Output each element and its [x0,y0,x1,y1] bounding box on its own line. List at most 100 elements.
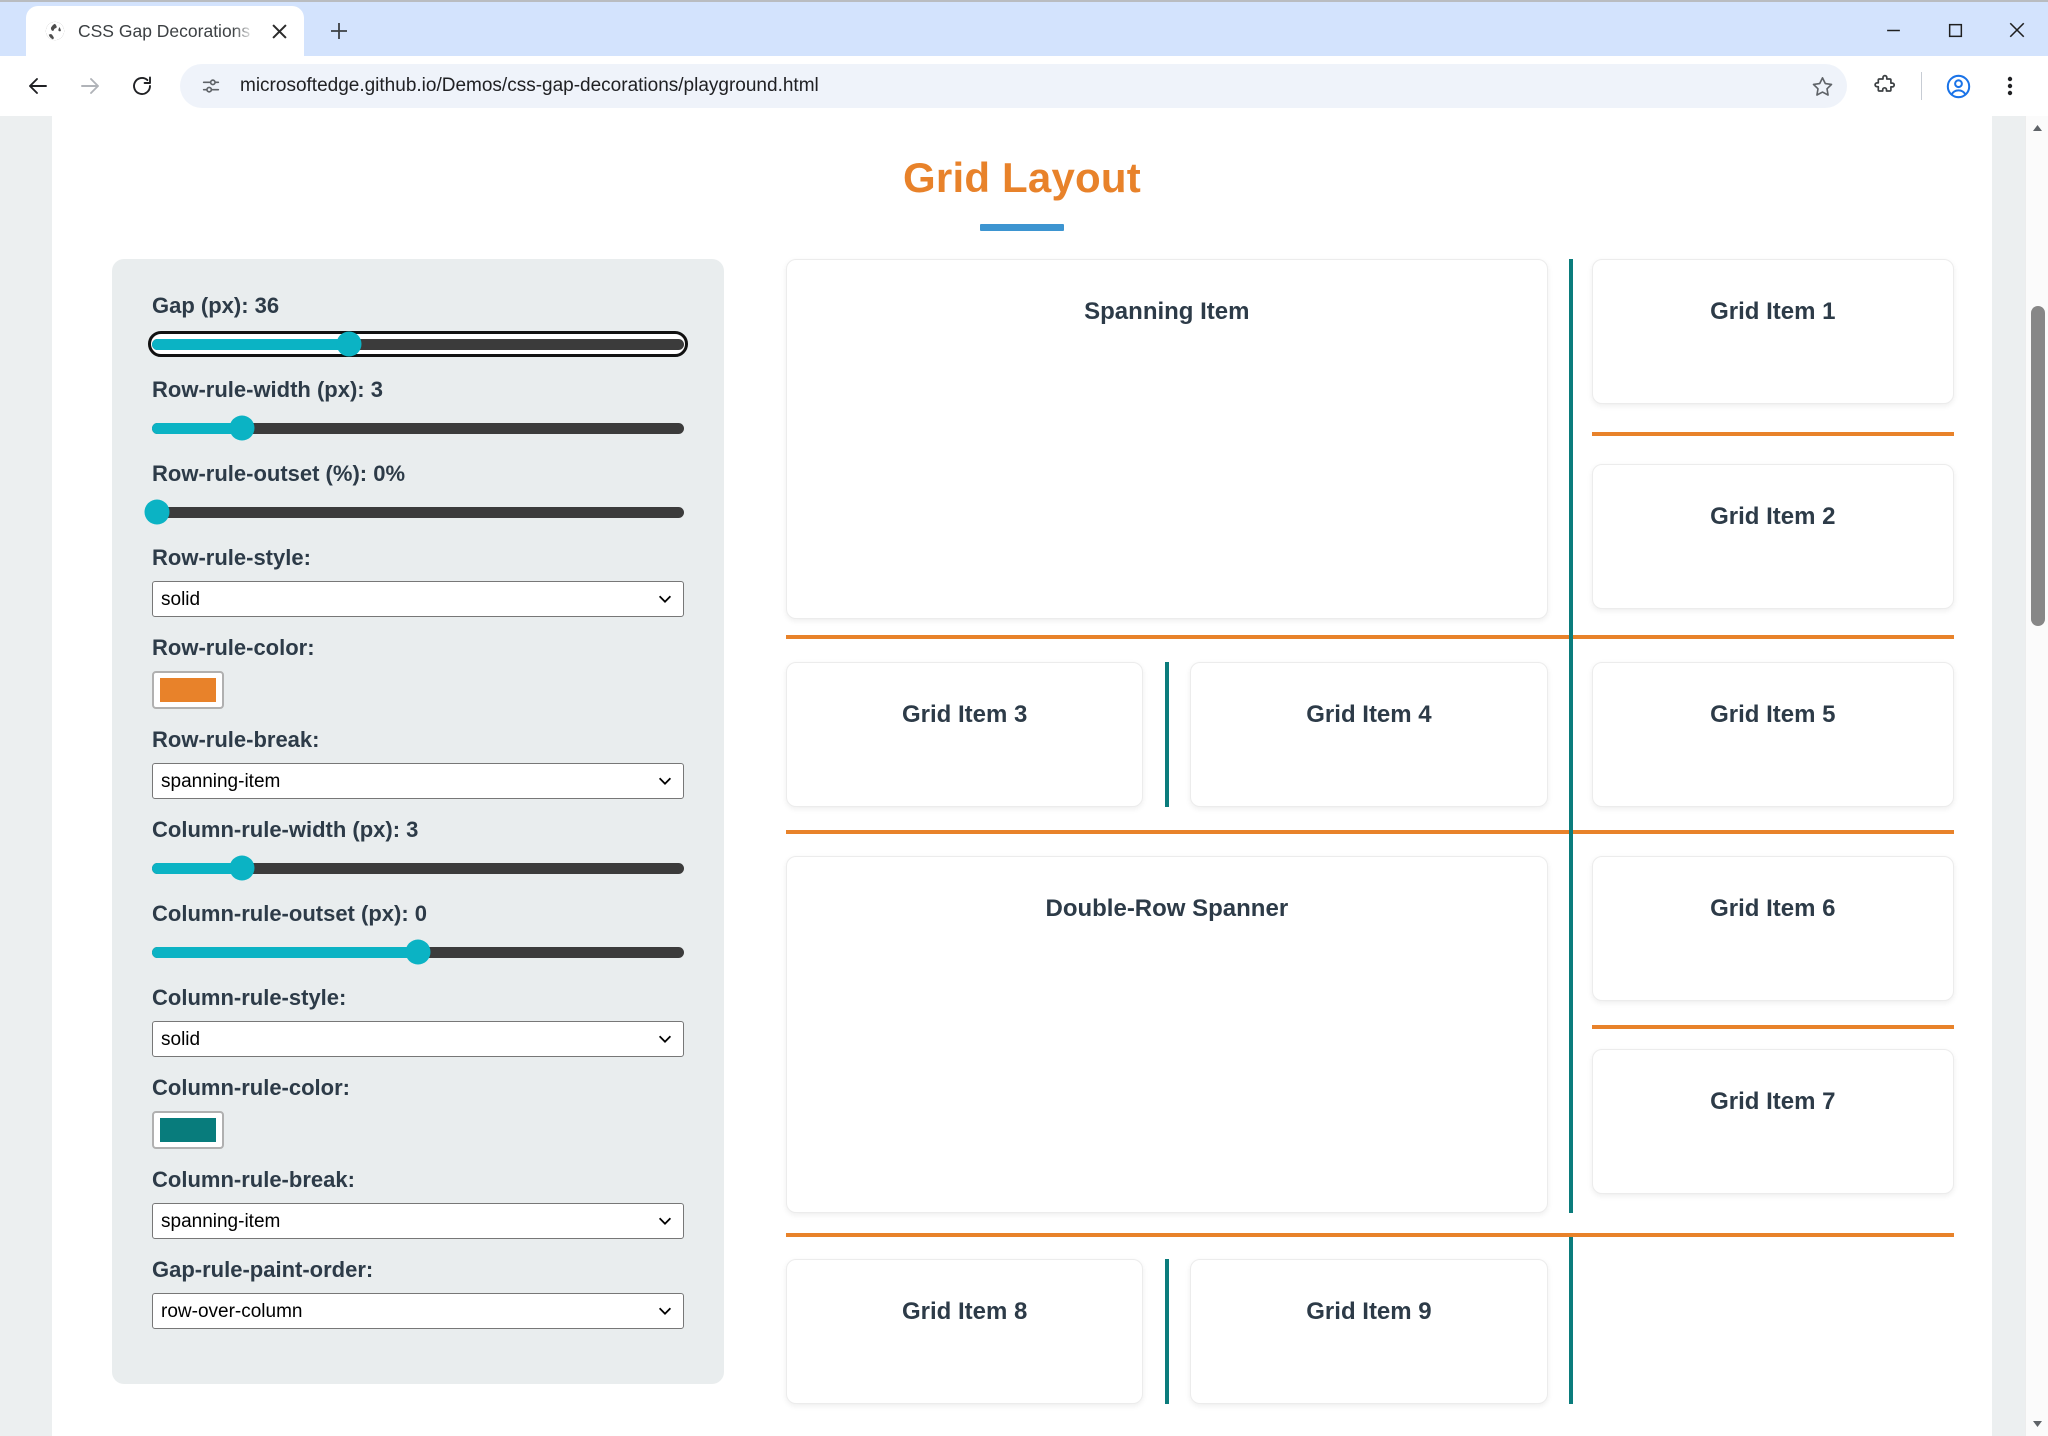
grid-item: Grid Item 6 [1591,856,1954,1001]
slider-thumb-row-rule-outset[interactable] [144,499,170,525]
grid-item: Grid Item 2 [1591,464,1954,609]
color-preview-column-rule-color [160,1118,216,1142]
scroll-up-arrow-icon[interactable] [2026,116,2048,140]
control-label-column-rule-color: Column-rule-color: [152,1075,350,1100]
slider-column-rule-outset[interactable] [152,937,684,967]
slider-thumb-gap[interactable] [336,331,362,357]
reload-icon[interactable] [118,62,166,110]
column-rule-line [1164,1259,1169,1404]
control-label-row-rule-break: Row-rule-break: [152,727,320,752]
tab-title: CSS Gap Decorations playground [78,20,254,41]
grid-item: Grid Item 5 [1591,662,1954,807]
control-row-rule-color: Row-rule-color: [152,635,684,709]
control-label-row-rule-color: Row-rule-color: [152,635,315,660]
select-row-rule-break[interactable]: spanning-item [152,763,684,799]
control-label-row-rule-outset: Row-rule-outset (%): 0% [152,461,405,486]
slider-row-rule-outset[interactable] [144,497,684,527]
star-icon[interactable] [1805,69,1839,103]
grid-item: Grid Item 3 [786,662,1144,807]
row-rule-line [786,830,1954,834]
back-arrow-icon[interactable] [14,62,62,110]
control-gap: Gap (px): 36 [148,293,688,359]
grid-item: Spanning Item [786,259,1548,619]
scroll-down-arrow-icon[interactable] [2026,1412,2048,1436]
slider-row-rule-width[interactable] [152,413,684,443]
vertical-scrollbar[interactable] [2025,116,2048,1436]
grid-canvas: Spanning Item Grid Item 1 Grid Item 2 Grid … [786,259,1954,1404]
control-column-rule-style: Column-rule-style: solid [152,985,684,1057]
browser-toolbar: microsoftedge.github.io/Demos/css-gap-de… [0,56,2048,116]
control-row-rule-width: Row-rule-width (px): 3 [152,377,684,443]
profile-avatar-icon[interactable] [1934,62,1982,110]
select-wrap-gap-rule-paint-order[interactable]: row-over-column [152,1293,684,1329]
grid-item: Grid Item 1 [1591,259,1954,404]
control-label-row-rule-width: Row-rule-width (px): 3 [152,377,383,402]
close-window-button[interactable] [1986,2,2048,58]
minimize-button[interactable] [1862,2,1924,58]
playground-layout: Gap (px): 36 Row-rule-width (px): 3 Row-ru… [52,259,1992,1404]
grid-item: Grid Item 8 [786,1259,1144,1404]
forward-arrow-icon[interactable] [66,62,114,110]
column-rule-line [1569,1237,1574,1404]
control-label-column-rule-style: Column-rule-style: [152,985,347,1010]
slider-thumb-row-rule-width[interactable] [229,415,255,441]
select-wrap-column-rule-break[interactable]: spanning-item [152,1203,684,1239]
slider-fill-column-rule-width [152,862,243,874]
select-wrap-row-rule-break[interactable]: spanning-item [152,763,684,799]
slider-track-column-rule-outset[interactable] [152,939,684,965]
color-input-column-rule-color[interactable] [152,1111,224,1149]
control-column-rule-width: Column-rule-width (px): 3 [152,817,684,883]
row-rule-line [1591,1025,1954,1029]
extensions-puzzle-icon[interactable] [1861,62,1909,110]
three-dots-menu-icon[interactable] [1986,62,2034,110]
control-row-rule-break: Row-rule-break: spanning-item [152,727,684,799]
new-tab-button[interactable] [320,12,358,50]
maximize-button[interactable] [1924,2,1986,58]
control-label-gap-rule-paint-order: Gap-rule-paint-order: [152,1257,374,1282]
slider-fill-row-rule-width [152,422,243,434]
scrollbar-thumb[interactable] [2031,306,2045,626]
address-bar[interactable]: microsoftedge.github.io/Demos/css-gap-de… [180,64,1847,108]
control-column-rule-color: Column-rule-color: [152,1075,684,1149]
slider-gap[interactable] [148,329,688,359]
color-preview-row-rule-color [160,678,216,702]
slider-column-rule-width[interactable] [152,853,684,883]
row-rule-line [786,1233,1954,1237]
slider-track-row-rule-outset[interactable] [144,499,684,525]
slider-thumb-column-rule-width[interactable] [229,855,255,881]
control-gap-rule-paint-order: Gap-rule-paint-order: row-over-column [152,1257,684,1329]
slider-thumb-column-rule-outset[interactable] [405,939,431,965]
slider-track-column-rule-width[interactable] [152,855,684,881]
window-controls [1862,2,2048,58]
select-wrap-row-rule-style[interactable]: solid [152,581,684,617]
control-label-column-rule-width: Column-rule-width (px): 3 [152,817,419,842]
slider-track-row-rule-width[interactable] [152,415,684,441]
control-label-column-rule-outset: Column-rule-outset (px): 0 [152,901,427,926]
grid-item: Double-Row Spanner [786,856,1548,1213]
grid-demo-area: Spanning Item Grid Item 1 Grid Item 2 Grid … [786,259,1954,1404]
tab-close-icon[interactable] [266,18,292,44]
select-column-rule-break[interactable]: spanning-item [152,1203,684,1239]
control-label-row-rule-style: Row-rule-style: [152,545,311,570]
site-settings-icon[interactable] [194,69,228,103]
select-column-rule-style[interactable]: solid [152,1021,684,1057]
select-row-rule-style[interactable]: solid [152,581,684,617]
controls-panel: Gap (px): 36 Row-rule-width (px): 3 Row-ru… [112,259,724,1384]
control-column-rule-break: Column-rule-break: spanning-item [152,1167,684,1239]
control-label-column-rule-break: Column-rule-break: [152,1167,355,1192]
slider-fill-gap [152,338,349,350]
slider-track-gap[interactable] [152,331,684,357]
color-input-row-rule-color[interactable] [152,671,224,709]
grid-item: Grid Item 4 [1190,662,1548,807]
select-gap-rule-paint-order[interactable]: row-over-column [152,1293,684,1329]
select-wrap-column-rule-style[interactable]: solid [152,1021,684,1057]
row-rule-line [1591,432,1954,436]
globe-icon [44,20,66,42]
browser-tab[interactable]: CSS Gap Decorations playground [26,6,304,56]
control-row-rule-outset: Row-rule-outset (%): 0% [144,461,684,527]
url-text: microsoftedge.github.io/Demos/css-gap-de… [240,75,819,96]
row-rule-line [786,635,1954,639]
control-row-rule-style: Row-rule-style: solid [152,545,684,617]
